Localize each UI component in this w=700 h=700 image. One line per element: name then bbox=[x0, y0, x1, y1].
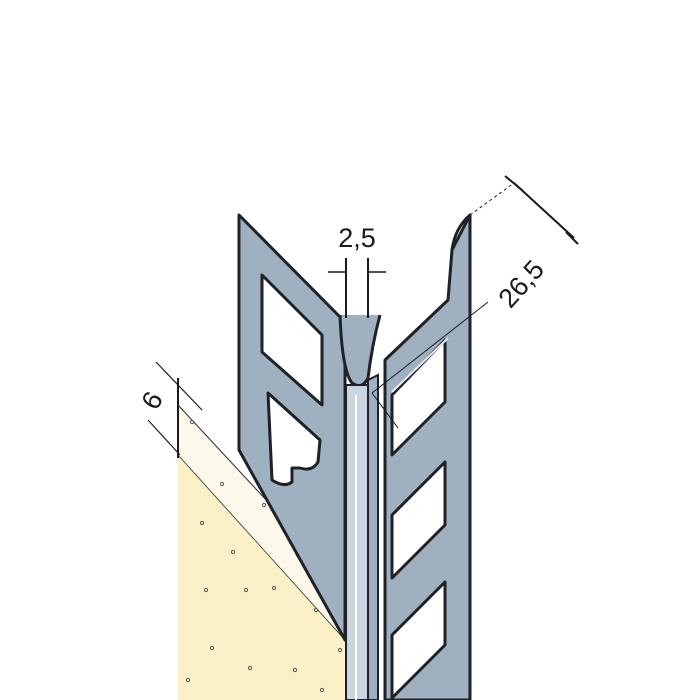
left-flange-hole-upper bbox=[260, 273, 324, 407]
dimension-gap-label: 2,5 bbox=[338, 223, 376, 253]
plaster-body bbox=[178, 455, 345, 700]
dimension-flange-depth-label: 26,5 bbox=[493, 254, 550, 313]
plaster-top-layer bbox=[178, 405, 345, 640]
right-flange-hole-3 bbox=[390, 580, 447, 700]
corner-nose bbox=[338, 314, 382, 700]
nose-side-strip bbox=[367, 373, 379, 700]
left-flange-hole-lower bbox=[266, 391, 322, 487]
right-flange-top-lip bbox=[450, 213, 472, 251]
right-mesh-flange bbox=[383, 213, 472, 700]
right-flange-hole-2 bbox=[390, 460, 447, 580]
dimension-plaster-thickness-label: 6 bbox=[135, 386, 168, 414]
right-flange-inner-light-line bbox=[391, 337, 449, 393]
dimension-gap: 2,5 bbox=[328, 223, 386, 318]
